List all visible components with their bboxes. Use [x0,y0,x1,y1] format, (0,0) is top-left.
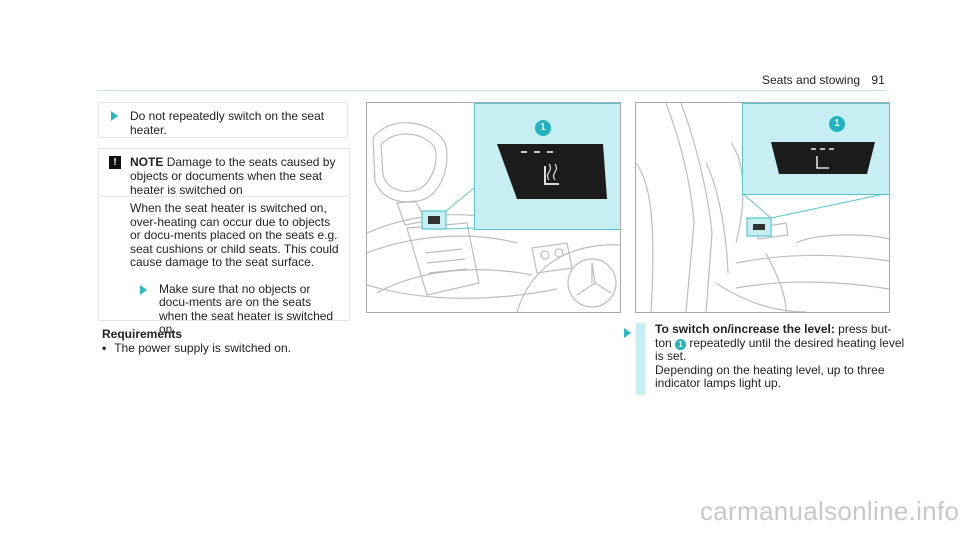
note-content: When the seat heater is switched on, ove… [99,197,349,337]
action-arrow-icon [624,328,631,338]
action-arrow-icon [111,111,118,121]
watermark: carmanualsonline.info [700,496,960,526]
callout-badge: 1 [829,116,845,132]
step-text-a: press but-ton [655,322,892,350]
seat-side-drawing [636,103,889,312]
requirement-text: The power supply is switched on. [114,341,291,355]
step-text-c: Depending on the heating level, up to th… [655,362,885,390]
button-closeup-callout: 1 [474,103,620,230]
note-title: Damage to the seats caused by objects or… [130,155,336,197]
step-badge: 1 [675,338,687,350]
note-label: NOTE [130,155,164,169]
tip-text: Do not repeatedly switch on the seat hea… [130,109,325,137]
action-arrow-icon [140,284,147,295]
step-title: To switch on/increase the level: [655,322,835,336]
door-panel-drawing [367,122,620,312]
note-action: Make sure that no objects or docu-ments … [159,281,334,336]
tip-box: Do not repeatedly switch on the seat hea… [98,102,348,138]
page-number: 91 [871,73,885,87]
section-title: Seats and stowing [762,73,861,87]
seat-heater-button-drawing [497,144,607,199]
warning-icon: ! [109,156,121,169]
requirements-title: Requirements [102,327,183,341]
step-instruction: To switch on/increase the level: press b… [636,322,905,395]
step-text-b: repeatedly until the desired heating lev… [655,335,905,363]
running-header: Seats and stowing 91 [762,73,885,87]
door-panel-illustration: 1 [366,102,621,313]
note-body: When the seat heater is switched on, ove… [130,201,339,269]
seat-heater-button-drawing [771,142,875,174]
requirement-item: • The power supply is switched on. [102,341,291,355]
callout-badge: 1 [535,120,551,136]
seat-side-illustration: 1 [635,102,890,313]
note-header: ! NOTE Damage to the seats caused by obj… [99,149,349,197]
note-box: ! NOTE Damage to the seats caused by obj… [98,148,350,336]
header-rule [98,90,886,91]
button-closeup-callout: 1 [742,103,889,195]
